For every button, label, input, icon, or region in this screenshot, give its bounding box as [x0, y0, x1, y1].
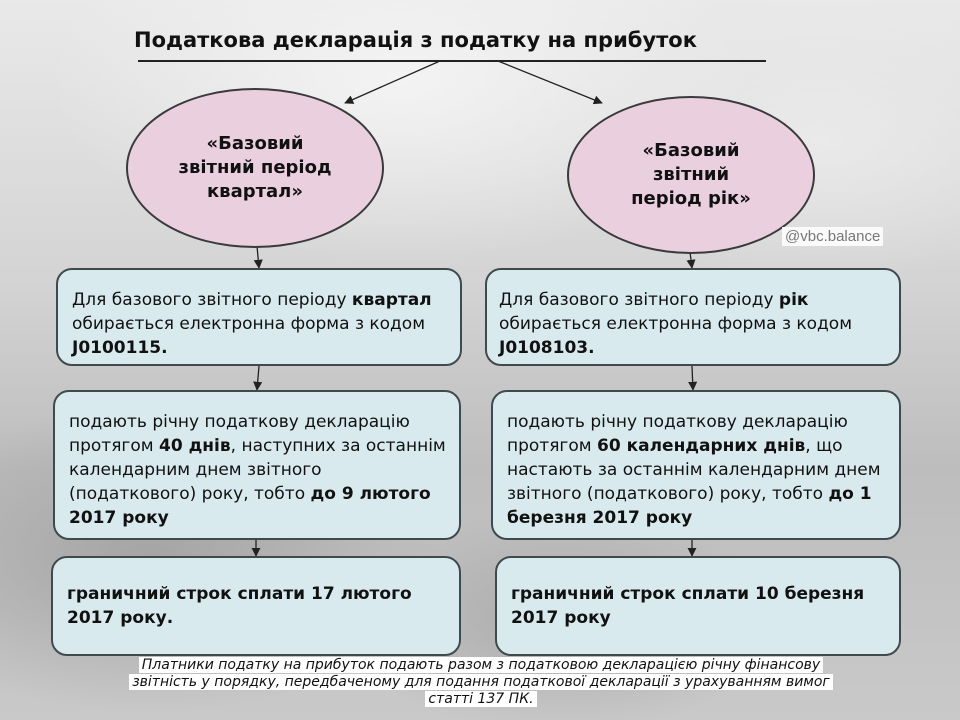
arrow-title-to-right [497, 60, 603, 105]
ellipse-line: період рік» [631, 188, 751, 209]
title-underline [138, 60, 766, 62]
arrow-right-box1-to-box2 [688, 365, 698, 391]
left-box-deadline-filing: подають річну податкову декларацію протя… [53, 390, 461, 540]
footnote-line: статті 137 ПК. [425, 691, 537, 707]
ellipse-line: «Базовий [206, 133, 304, 154]
arrow-left-ellipse-to-box1 [253, 245, 263, 269]
diagram-title: Податкова декларація з податку на прибут… [134, 28, 697, 52]
bold-fragment: до 1 березня 2017 року [507, 484, 872, 528]
ellipse-line: звітний [652, 164, 730, 185]
bold-fragment: квартал [351, 290, 432, 310]
bold-fragment: J0108103. [499, 338, 595, 358]
bold-fragment: 40 днів [159, 436, 231, 456]
bold-fragment: до 9 лютого 2017 року [69, 484, 431, 528]
right-box-deadline-filing: подають річну податкову декларацію протя… [491, 390, 901, 540]
arrow-title-to-left [344, 60, 441, 104]
watermark-text: @vbc.balance [782, 227, 884, 246]
right-box-payment-deadline: граничний строк сплати 10 березня 2017 р… [495, 556, 901, 656]
right-ellipse-year: «Базовий звітний період рік» [567, 96, 815, 254]
footnote-line: звітність у порядку, передбаченому для п… [129, 674, 833, 690]
arrow-right-ellipse-to-box1 [686, 251, 696, 269]
left-box-form-code: Для базового звітного періоду квартал об… [56, 268, 462, 366]
right-box-form-code: Для базового звітного періоду рік обирає… [485, 268, 901, 366]
bold-fragment: 60 календарних днів [597, 436, 806, 456]
ellipse-line: звітний період [178, 157, 332, 178]
ellipse-line: квартал» [206, 181, 303, 202]
bold-fragment: рік [778, 290, 809, 310]
arrow-left-box1-to-box2 [253, 365, 263, 391]
footnote: Платники податку на прибуток подають раз… [86, 657, 876, 708]
bold-fragment: J0100115. [72, 338, 168, 358]
left-ellipse-quarter: «Базовий звітний період квартал» [126, 88, 384, 248]
left-box-payment-deadline: граничний строк сплати 17 лютого 2017 ро… [51, 556, 461, 656]
footnote-line: Платники податку на прибуток подають раз… [138, 657, 824, 673]
ellipse-line: «Базовий [642, 140, 740, 161]
